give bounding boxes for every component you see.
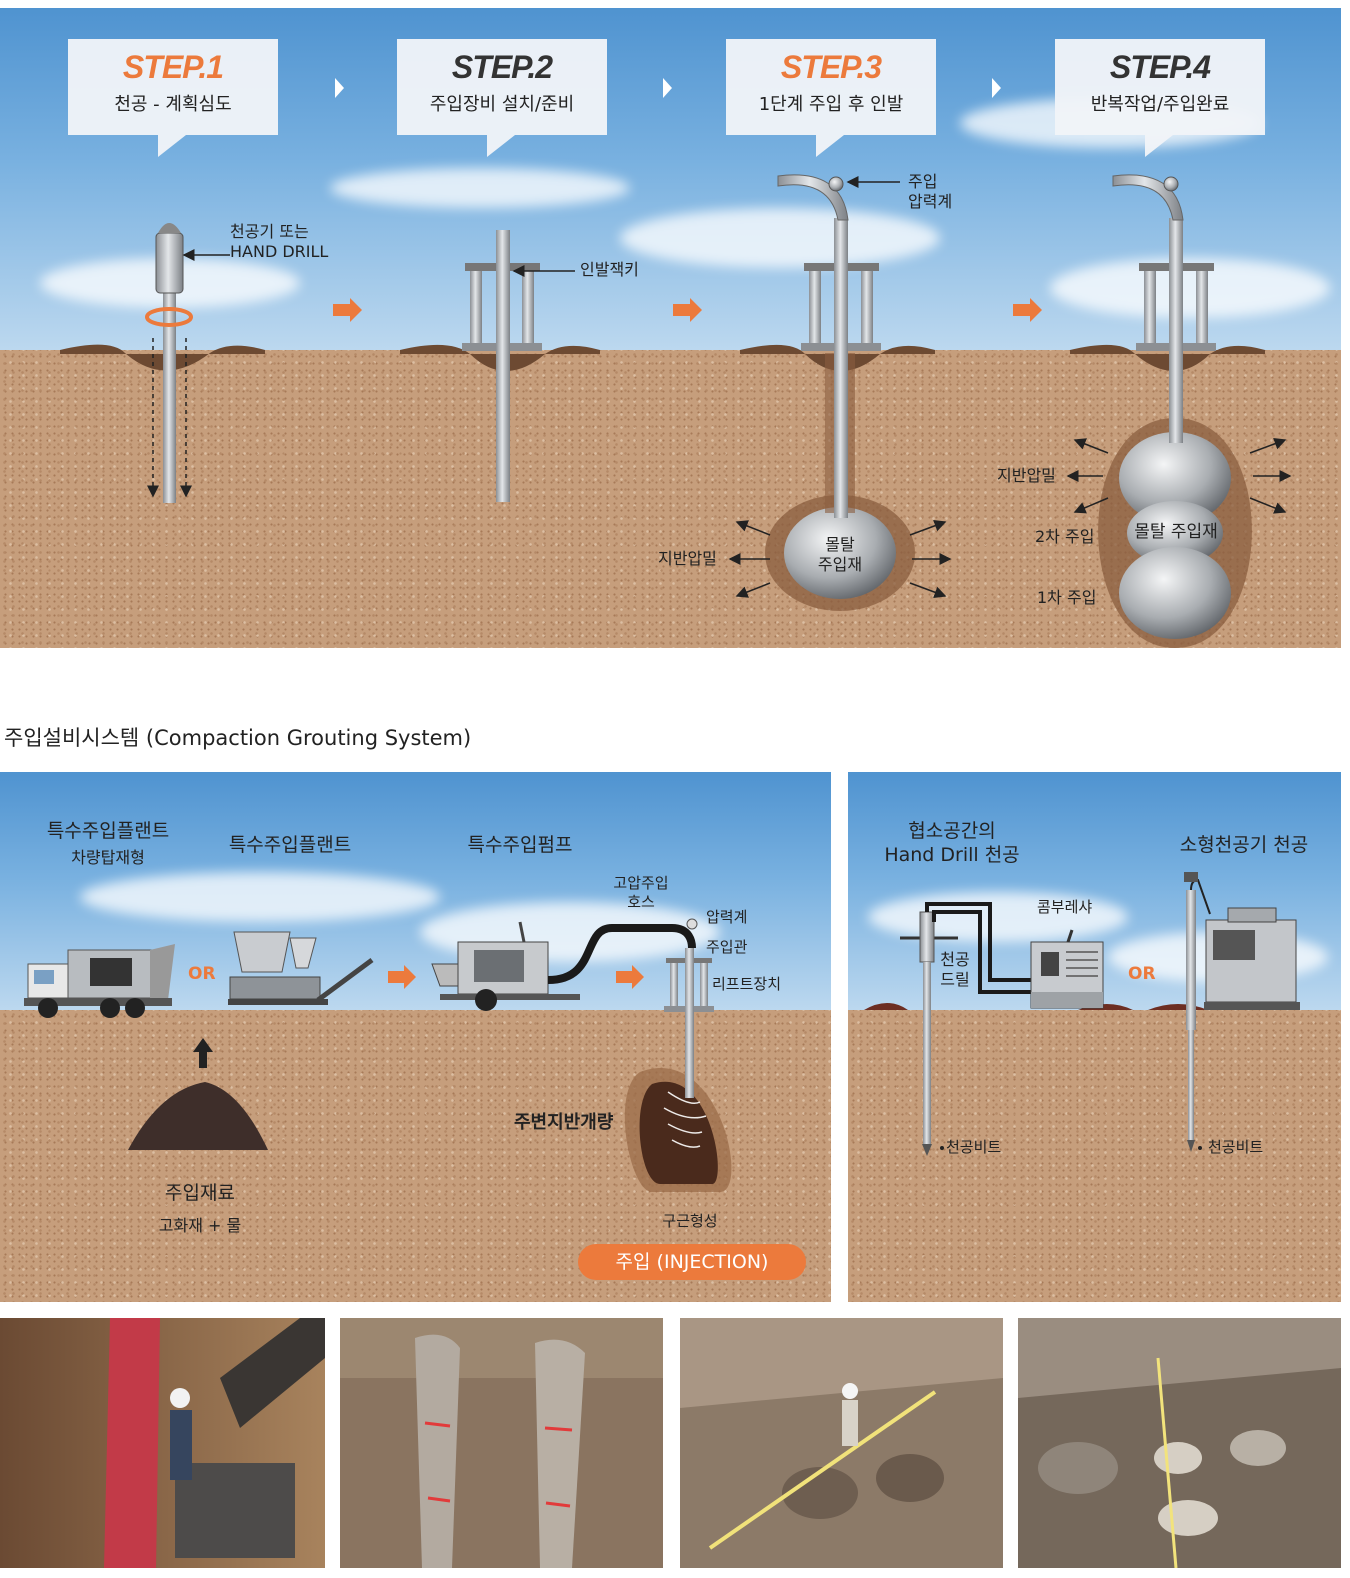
process-illustration — [60, 78, 1292, 648]
truck-plant-icon — [24, 944, 175, 1018]
step4-desc: 반복작업/주입완료 — [1090, 94, 1230, 115]
small-drill-rig-icon — [1184, 872, 1300, 1152]
step3-gauge-label: 주입 압력계 — [908, 172, 953, 211]
grouting-system-panel: 특수주입플랜트 차량탑재형 특수주입플랜트 특수주입펌프 OR 고압주입 호스 … — [0, 772, 831, 1302]
step1-callout: STEP.1 천공 - 계획심도 — [68, 39, 278, 157]
injection-rig-icon — [624, 918, 732, 1192]
system-arrows — [388, 965, 644, 989]
step4-grouting — [1066, 174, 1292, 648]
gauge-label: 압력계 — [706, 908, 748, 926]
system-illustration — [24, 918, 732, 1192]
drill-bit-label-left: 천공비트 — [946, 1138, 1002, 1156]
grout-pump-icon — [431, 921, 580, 1011]
up-arrow-icon — [193, 1038, 213, 1068]
step2-desc: 주입장비 설치/준비 — [429, 94, 575, 115]
injection-badge: 주입 (INJECTION) — [578, 1244, 806, 1280]
step2-jack-label: 인발잭키 — [580, 260, 639, 279]
process-diagram: STEP.1 천공 - 계획심도 STEP.2 주입장비 설치/준비 STEP.… — [0, 8, 1341, 648]
hand-drill-label: 협소공간의 Hand Drill 천공 — [884, 820, 1020, 866]
ground-improvement-label: 주변지반개량 — [514, 1112, 614, 1133]
step3-grouting — [728, 174, 952, 611]
step3-title: STEP.3 — [780, 49, 882, 85]
site-photo-2 — [340, 1318, 663, 1568]
or-label-right: OR — [1128, 964, 1156, 984]
site-photo-4 — [1018, 1318, 1341, 1568]
drill-label: 천공 드릴 — [940, 950, 970, 989]
step4-mortar-label: 몰탈 주입재 — [1134, 522, 1218, 542]
pump-label: 특수주입펌프 — [467, 834, 573, 856]
material-pile-icon — [128, 1082, 268, 1150]
lift-label: 리프트장치 — [712, 975, 782, 993]
step1-title: STEP.1 — [122, 49, 224, 85]
compressor-icon — [1030, 929, 1104, 1009]
step3-callout: STEP.3 1단계 주입 후 인발 — [726, 39, 936, 157]
step1-drill-label: 천공기 또는 HAND DRILL — [230, 222, 329, 261]
site-photo-3 — [680, 1318, 1003, 1568]
truck-plant-label: 특수주입플랜트 — [46, 820, 170, 842]
soil-background — [848, 1010, 1341, 1302]
truck-plant-sublabel: 차량탑재형 — [71, 848, 145, 867]
step3-ground-label: 지반압밀 — [658, 549, 717, 568]
step2-callout: STEP.2 주입장비 설치/준비 — [397, 39, 607, 157]
hand-drill-icon — [900, 902, 1033, 1156]
step2-title: STEP.2 — [451, 49, 553, 85]
system-title: 주입설비시스템 (Compaction Grouting System) — [4, 726, 472, 750]
drilling-illustration — [864, 872, 1300, 1156]
plant-label: 특수주입플랜트 — [228, 834, 352, 856]
step4-ground-label: 지반압밀 — [997, 466, 1056, 485]
material-sublabel: 고화재 + 물 — [158, 1216, 242, 1235]
high-pressure-hose — [547, 924, 696, 984]
or-label: OR — [188, 964, 216, 984]
step1-drill — [145, 223, 230, 503]
pipe-label: 주입관 — [706, 938, 748, 956]
step4-title: STEP.4 — [1109, 49, 1211, 85]
material-label: 주입재료 — [165, 1182, 235, 1204]
column-formation-label: 구근형성 — [662, 1212, 718, 1230]
small-rig-label: 소형천공기 천공 — [1179, 834, 1309, 856]
drilling-panel: 협소공간의 Hand Drill 천공 소형천공기 천공 천공 드릴 콤부레샤 … — [848, 772, 1341, 1302]
step1-desc: 천공 - 계획심도 — [114, 94, 232, 115]
step3-mortar-label: 몰탈 주입재 — [817, 535, 863, 574]
step2-jack — [462, 230, 575, 502]
site-photo-1 — [0, 1318, 325, 1568]
hose-label: 고압주입 호스 — [613, 874, 669, 911]
compressor-label: 콤부레샤 — [1037, 898, 1093, 916]
drill-bit-label-right: 천공비트 — [1208, 1138, 1264, 1156]
dirt-mounds — [60, 344, 1265, 371]
step4-second-label: 2차 주입 — [1035, 527, 1095, 546]
step3-desc: 1단계 주입 후 인발 — [758, 94, 904, 115]
process-arrows — [333, 298, 1042, 322]
step4-callout: STEP.4 반복작업/주입완료 — [1055, 39, 1265, 157]
step4-first-label: 1차 주입 — [1037, 588, 1097, 607]
step-separators — [335, 78, 1001, 98]
mixing-plant-icon — [228, 931, 374, 1005]
